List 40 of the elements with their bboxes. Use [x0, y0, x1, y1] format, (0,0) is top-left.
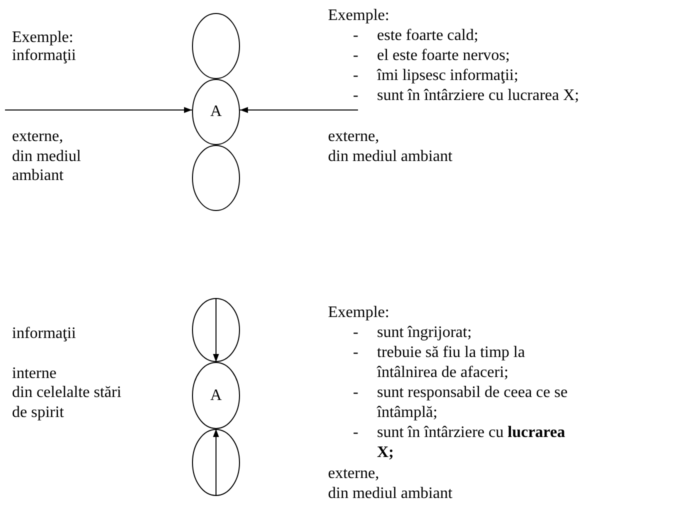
list-dash: -	[353, 26, 358, 46]
annotation-text: din mediul ambiant	[328, 147, 452, 166]
ellipse-node	[192, 298, 240, 362]
annotation-text: externe, din mediul ambiant	[12, 127, 82, 186]
list-item: sunt în întârziere cu lucrarea X;	[377, 423, 566, 462]
arrow	[213, 428, 219, 496]
node-label: A	[210, 388, 222, 404]
annotation-text: din mediul ambiant	[328, 484, 452, 504]
arrow	[239, 107, 358, 113]
list-dash: -	[353, 343, 358, 362]
list-item: trebuie să fiu la timp la întâlnirea de afaceri;	[377, 343, 526, 382]
list-dash: -	[353, 383, 358, 402]
list-item: este foarte cald;	[377, 26, 478, 46]
node-label: A	[210, 104, 222, 120]
ellipse-node	[192, 13, 240, 79]
annotation-text: din celelalte stări de spirit	[12, 383, 122, 422]
list-dash: -	[353, 66, 358, 86]
annotation-text: informaţii	[12, 324, 76, 344]
list-dash: -	[353, 86, 358, 106]
ellipse-node	[192, 429, 240, 496]
list-item: el este foarte nervos;	[377, 46, 510, 66]
list-item: sunt în întârziere cu lucrarea X;	[377, 86, 580, 106]
annotation-text: externe,	[328, 127, 380, 146]
arrow	[213, 298, 219, 362]
ellipse-node	[192, 79, 240, 145]
list-dash: -	[353, 423, 358, 442]
list-item: sunt responsabil de ceea ce se întâmplă;	[377, 383, 569, 422]
annotation-text: interne	[12, 364, 56, 384]
list-item: îmi lipsesc informaţii;	[377, 66, 518, 86]
ellipse-node	[192, 145, 240, 211]
list-dash: -	[353, 323, 358, 342]
list-dash: -	[353, 46, 358, 66]
example-heading: Exemple:	[328, 303, 390, 322]
arrow	[4, 107, 193, 113]
annotation-text: externe,	[328, 464, 380, 484]
example-heading: Exemple:	[12, 28, 74, 48]
ellipse-node	[192, 362, 240, 429]
list-item: sunt îngrijorat;	[377, 323, 472, 342]
example-heading: Exemple:	[328, 6, 390, 26]
annotation-text: informaţii	[12, 46, 76, 66]
